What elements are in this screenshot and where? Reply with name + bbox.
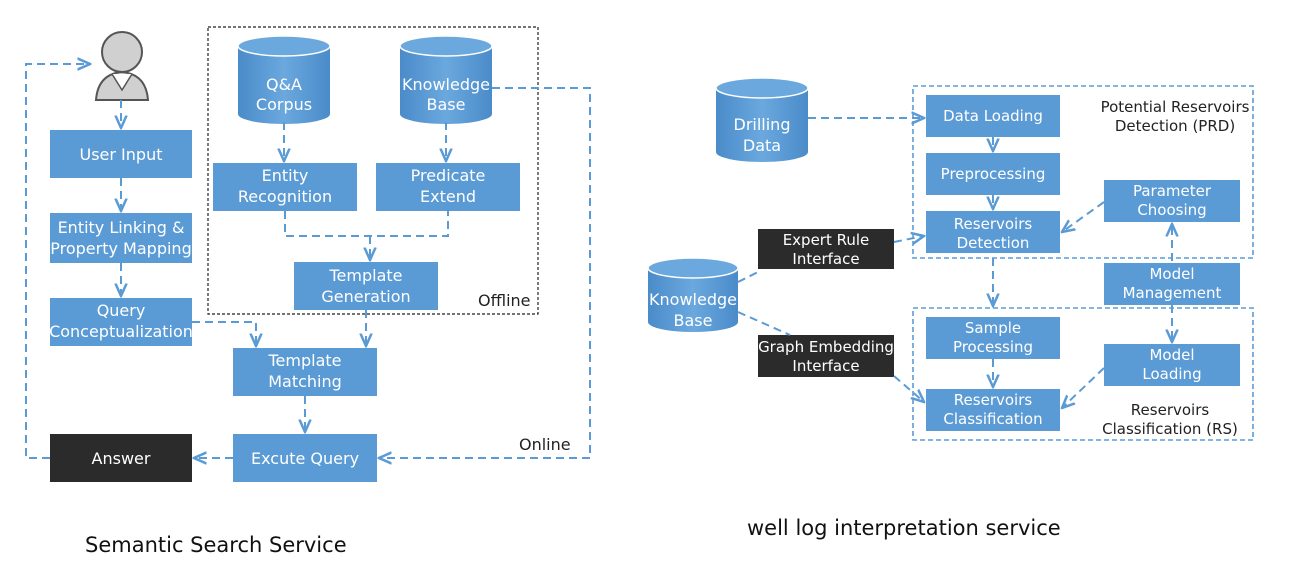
prd-label-2: Detection (PRD)	[1115, 117, 1235, 135]
template-generation-box: Template Generation	[294, 262, 438, 310]
user-input-box: User Input	[50, 130, 192, 178]
graph-emb-label-1: Graph Embedding	[758, 338, 894, 356]
template-gen-label-2: Generation	[321, 287, 410, 306]
drilling-data-cylinder: Drilling Data	[715, 77, 809, 162]
preprocessing-label: Preprocessing	[941, 165, 1046, 183]
sample-processing-box: Sample Processing	[926, 317, 1060, 359]
data-loading-box: Data Loading	[926, 95, 1060, 137]
entity-recognition-box: Entity Recognition	[213, 163, 357, 211]
param-label-2: Choosing	[1137, 201, 1206, 219]
knowledge-base-cylinder-right: Knowledge Base	[647, 257, 739, 332]
res-cls-label-1: Reservoirs	[954, 391, 1033, 409]
kb-left-label-1: Knowledge	[402, 75, 490, 94]
graph-emb-label-2: Interface	[792, 357, 859, 375]
predicate-label-2: Extend	[420, 187, 476, 206]
query-conc-label-1: Query	[97, 301, 146, 320]
sample-label-2: Processing	[953, 338, 1033, 356]
preprocessing-box: Preprocessing	[926, 153, 1060, 195]
excute-query-label: Excute Query	[251, 449, 359, 468]
model-loading-label-2: Loading	[1142, 365, 1201, 383]
kb-left-label-2: Base	[427, 95, 466, 114]
right-connectors	[737, 118, 1172, 408]
excute-query-box: Excute Query	[233, 434, 377, 482]
model-loading-box: Model Loading	[1104, 344, 1240, 386]
template-match-label-1: Template	[267, 351, 341, 370]
res-det-label-1: Reservoirs	[954, 215, 1033, 233]
res-cls-label-2: Classification	[943, 410, 1042, 428]
predicate-extend-box: Predicate Extend	[376, 163, 520, 211]
expert-rule-label-1: Expert Rule	[783, 231, 870, 249]
query-conceptualization-box: Query Conceptualization	[49, 298, 193, 346]
query-conc-label-2: Conceptualization	[49, 322, 193, 341]
rs-region	[912, 307, 1254, 441]
prd-label-1: Potential Reservoirs	[1101, 98, 1250, 116]
caption-well-log: well log interpretation service	[747, 516, 1061, 540]
model-loading-label-1: Model	[1149, 346, 1194, 364]
template-matching-box: Template Matching	[233, 348, 377, 396]
kb-right-label-2: Base	[674, 311, 713, 330]
reservoirs-classification-box: Reservoirs Classification	[926, 389, 1060, 431]
rs-label-1: Reservoirs	[1131, 401, 1210, 419]
model-management-box: Model Management	[1104, 263, 1240, 305]
entity-linking-label-1: Entity Linking &	[58, 218, 185, 237]
offline-label: Offline	[478, 291, 531, 310]
expert-rule-box: Expert Rule Interface	[758, 229, 894, 269]
offline-region	[207, 26, 539, 315]
drilling-label-1: Drilling	[734, 115, 791, 134]
model-mgmt-label-1: Model	[1149, 265, 1194, 283]
kb-right-label-1: Knowledge	[649, 290, 737, 309]
data-loading-label: Data Loading	[943, 107, 1043, 125]
drilling-label-2: Data	[743, 136, 781, 155]
template-match-label-2: Matching	[268, 372, 342, 391]
res-det-label-2: Detection	[957, 234, 1030, 252]
knowledge-base-cylinder-left: Knowledge Base	[399, 35, 493, 124]
online-label: Online	[519, 435, 571, 454]
sample-label-1: Sample	[965, 319, 1021, 337]
entity-linking-box: Entity Linking & Property Mapping	[50, 213, 192, 263]
entity-linking-label-2: Property Mapping	[50, 239, 191, 258]
model-mgmt-label-2: Management	[1123, 284, 1222, 302]
qa-corpus-cylinder: Q&A Corpus	[237, 35, 331, 124]
param-label-1: Parameter	[1133, 182, 1212, 200]
reservoirs-detection-box: Reservoirs Detection	[926, 211, 1060, 253]
user-input-label: User Input	[80, 145, 163, 164]
entity-recog-label-2: Recognition	[238, 187, 332, 206]
prd-region	[912, 85, 1254, 259]
rs-label-2: Classification (RS)	[1102, 420, 1238, 438]
qa-corpus-label-2: Corpus	[256, 95, 312, 114]
qa-corpus-label-1: Q&A	[266, 75, 302, 94]
expert-rule-label-2: Interface	[792, 250, 859, 268]
graph-embedding-box: Graph Embedding Interface	[758, 335, 894, 377]
left-connectors	[25, 64, 591, 458]
parameter-choosing-box: Parameter Choosing	[1104, 180, 1240, 222]
user-icon	[94, 31, 150, 101]
answer-box: Answer	[50, 434, 192, 482]
template-gen-label-1: Template	[328, 266, 402, 285]
predicate-label-1: Predicate	[411, 166, 486, 185]
caption-semantic-search: Semantic Search Service	[85, 533, 347, 557]
answer-label: Answer	[92, 449, 151, 468]
entity-recog-label-1: Entity	[262, 166, 309, 185]
